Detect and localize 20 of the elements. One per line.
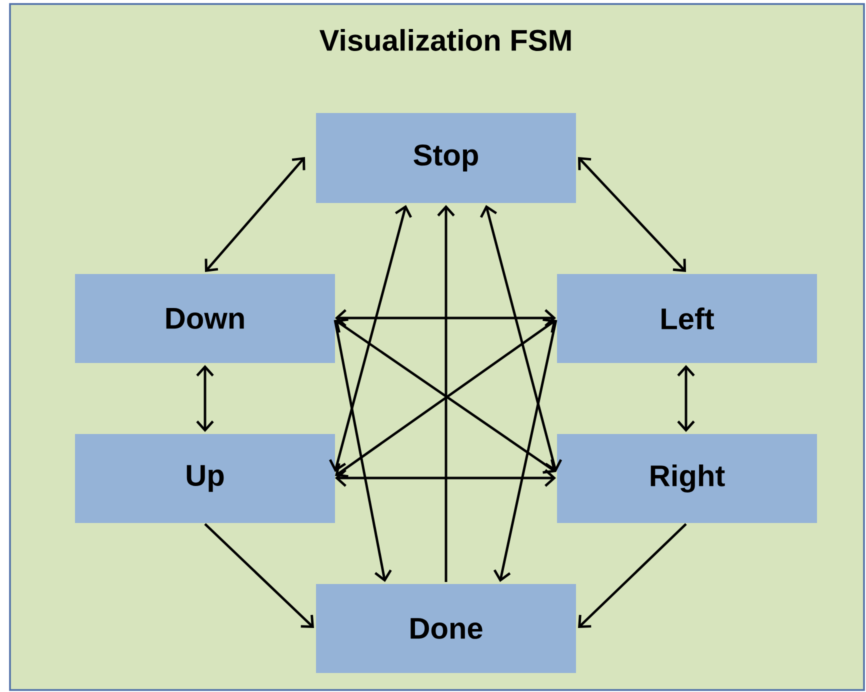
arrow — [334, 320, 392, 582]
state-box: Down — [75, 274, 335, 363]
arrow — [493, 320, 558, 582]
title: Visualization FSM — [320, 29, 571, 51]
state-box: Done — [316, 584, 576, 673]
arrow — [480, 205, 562, 472]
state-box: Up — [75, 434, 335, 523]
arrow — [677, 365, 695, 432]
arrow — [335, 469, 556, 487]
arrow — [329, 204, 412, 472]
state-box: Left — [557, 274, 817, 363]
arrow — [204, 523, 314, 628]
state-box: Right — [557, 434, 817, 523]
arrow — [578, 157, 686, 272]
arrow — [578, 523, 687, 628]
arrow — [335, 309, 556, 327]
arrow — [437, 205, 455, 582]
arrow — [204, 156, 306, 272]
state-box: Stop — [316, 113, 576, 203]
arrow — [196, 365, 214, 432]
